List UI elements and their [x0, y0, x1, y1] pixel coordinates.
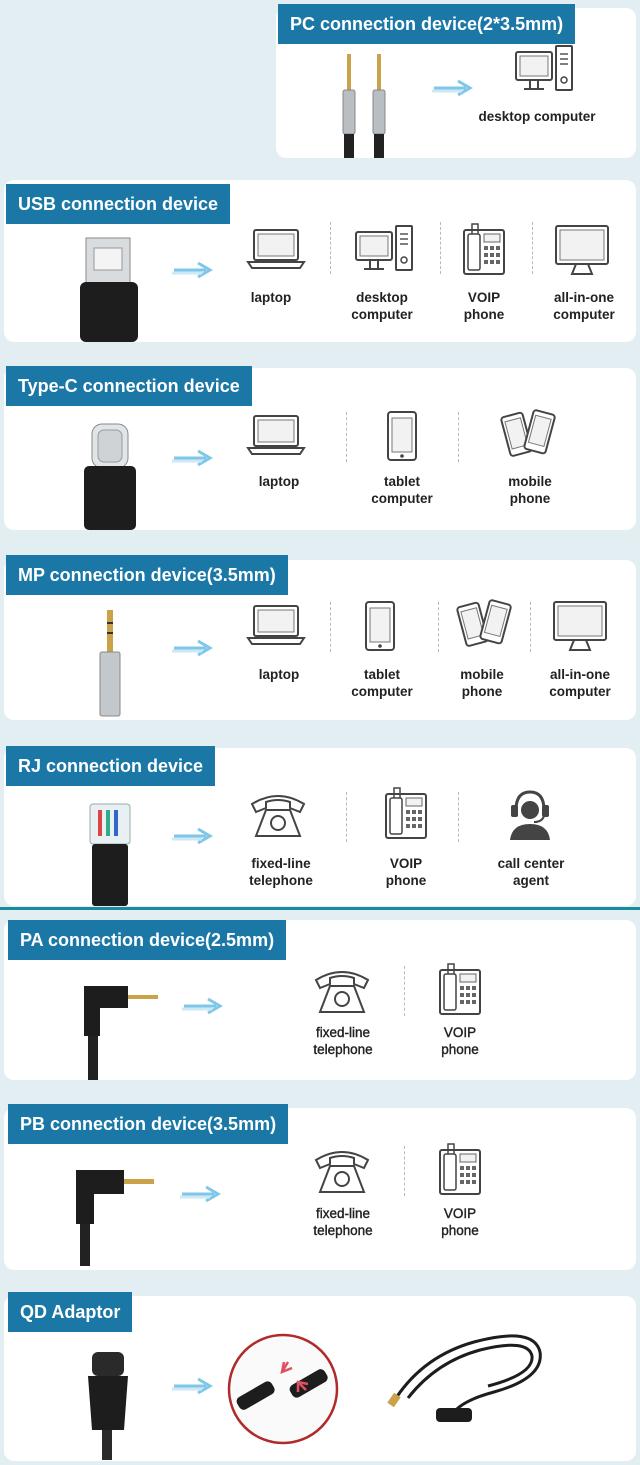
fixed-line-telephone-icon — [310, 1142, 374, 1198]
qd-cable-with-3.5mm-plug-image — [387, 1334, 542, 1422]
voip-phone-icon — [428, 1142, 492, 1198]
laptop-icon — [244, 222, 308, 278]
divider — [532, 222, 533, 274]
fixed-line-telephone-icon — [246, 786, 310, 842]
rj-arrow-icon — [172, 826, 220, 846]
usb-laptop-label: laptop — [250, 290, 292, 305]
pc-target-label: desktop computer — [478, 109, 596, 124]
divider — [346, 792, 347, 842]
2.5mm-right-angle-plug-image — [84, 986, 158, 1080]
all-in-one-computer-icon — [550, 222, 614, 278]
mp-laptop-label: laptop — [258, 667, 300, 682]
divider — [404, 966, 405, 1016]
voip-phone-icon — [428, 962, 492, 1018]
rj-plug-image — [89, 803, 131, 906]
divider — [458, 412, 459, 462]
qd-connection-detail-image — [227, 1333, 339, 1445]
divider — [438, 602, 439, 652]
mp-arrow-icon — [172, 638, 220, 658]
section-divider-line — [0, 907, 640, 910]
qd-section-title: QD Adaptor — [8, 1292, 133, 1332]
type-c-plug-image — [84, 423, 136, 530]
divider — [330, 602, 331, 652]
mp-section-title: MP connection device(3.5mm) — [6, 555, 288, 595]
usb-section-title: USB connection device — [6, 184, 231, 224]
laptop-icon — [244, 598, 308, 654]
divider — [330, 222, 331, 274]
qd-arrow-icon — [172, 1376, 220, 1396]
typec-section-title: Type-C connection device — [6, 366, 252, 406]
divider — [530, 602, 531, 652]
dual-3.5mm-plug-image — [342, 54, 386, 158]
divider — [404, 1146, 405, 1196]
pc-arrow-icon — [432, 78, 480, 98]
laptop-icon — [244, 408, 308, 464]
desktop-computer-icon — [352, 222, 416, 278]
tablet-icon — [348, 600, 412, 656]
pb-arrow-icon — [180, 1184, 228, 1204]
mobile-phone-icon — [496, 408, 560, 464]
3.5mm-right-angle-plug-image — [76, 1170, 154, 1266]
voip-phone-icon — [374, 786, 438, 842]
usb-arrow-icon — [172, 260, 220, 280]
qd-connector-image — [88, 1352, 128, 1460]
usb-plug-image — [80, 237, 138, 342]
voip-phone-icon — [452, 222, 516, 278]
typec-laptop-label: laptop — [258, 474, 300, 489]
fixed-line-telephone-icon — [310, 962, 374, 1018]
pa-arrow-icon — [182, 996, 230, 1016]
divider — [346, 412, 347, 462]
mobile-phone-icon — [452, 598, 516, 654]
divider — [458, 792, 459, 842]
3.5mm-plug-image — [99, 610, 121, 717]
divider — [440, 222, 441, 274]
pa-section-title: PA connection device(2.5mm) — [8, 920, 287, 960]
pb-section-title: PB connection device(3.5mm) — [8, 1104, 289, 1144]
all-in-one-computer-icon — [548, 598, 612, 654]
typec-arrow-icon — [172, 448, 220, 468]
rj-section-title: RJ connection device — [6, 746, 216, 786]
desktop-computer-icon — [512, 42, 576, 98]
call-center-agent-icon — [498, 786, 562, 842]
pc-section-title: PC connection device(2*3.5mm) — [278, 4, 576, 44]
tablet-icon — [370, 410, 434, 466]
